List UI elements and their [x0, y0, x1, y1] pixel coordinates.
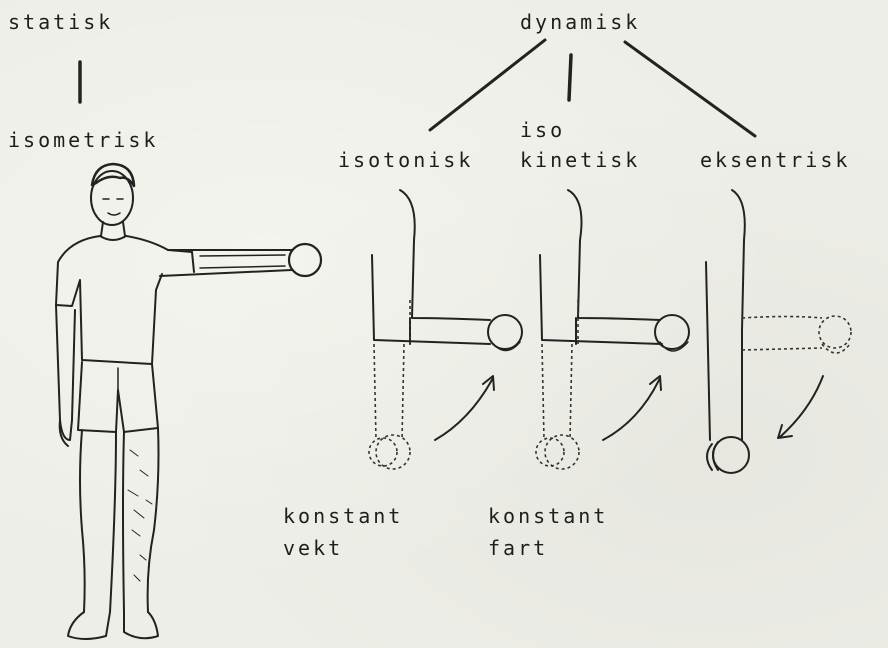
arm-figure-isotonisk: [369, 190, 522, 469]
arm-figure-eksentrisk: [706, 190, 851, 473]
connector-isokinetisk: [569, 55, 571, 100]
arm-figure-isokinetisk: [536, 190, 689, 469]
connector-eksentrisk: [625, 42, 755, 136]
connector-isotonisk: [430, 40, 545, 130]
standing-man-figure: [56, 164, 321, 639]
